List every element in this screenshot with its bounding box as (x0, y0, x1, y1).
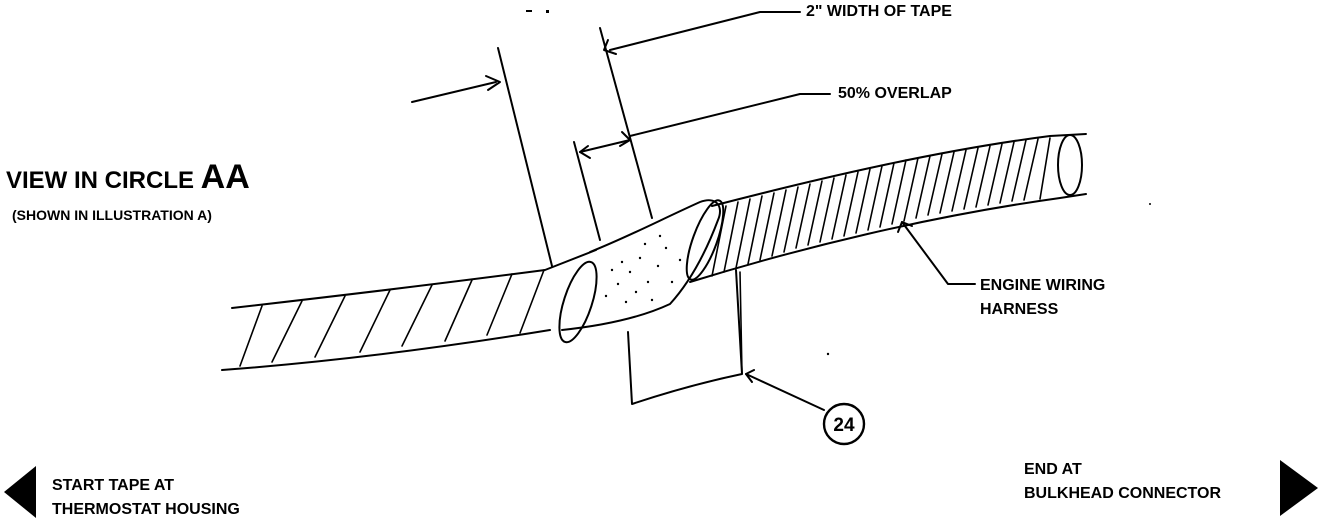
view-subtitle: (SHOWN IN ILLUSTRATION A) (12, 207, 212, 223)
tape-roll-wrap (558, 199, 743, 405)
harness-label-line2: HARNESS (980, 301, 1059, 318)
start-label-line2: THERMOSTAT HOUSING (52, 501, 240, 518)
tape-ring-left (558, 260, 598, 344)
left-arrow-icon (4, 466, 36, 518)
end-label-line1: END AT (1024, 461, 1082, 478)
end-label-line2: BULKHEAD CONNECTOR (1024, 485, 1221, 502)
tape-spiral-lines (239, 269, 545, 367)
tape-stipple (604, 234, 682, 304)
callout-circle (822, 402, 866, 446)
taped-harness-section (221, 249, 597, 371)
view-title: VIEW IN CIRCLE AA (6, 158, 250, 196)
tape-ring-right (685, 199, 725, 281)
tape-width-dimension: 2" WIDTH OF TAPE (411, 3, 952, 267)
scan-specks (526, 10, 1151, 356)
overlap-label: 50% OVERLAP (838, 85, 952, 102)
engine-wiring-harness (689, 133, 1087, 283)
harness-leader: ENGINE WIRING HARNESS (897, 221, 1105, 318)
right-arrow-icon (1280, 460, 1318, 516)
callout-number: 24 (833, 415, 855, 436)
tape-width-label: 2" WIDTH OF TAPE (806, 3, 952, 20)
start-label-line1: START TAPE AT (52, 477, 174, 494)
callout-24: 24 (745, 369, 866, 446)
harness-label-line1: ENGINE WIRING (980, 277, 1105, 294)
overlap-dimension: 50% OVERLAP (573, 85, 952, 241)
end-tape-note: END AT BULKHEAD CONNECTOR (1024, 460, 1318, 516)
start-tape-note: START TAPE AT THERMOSTAT HOUSING (4, 466, 240, 518)
tape-loose-end (627, 269, 743, 405)
harness-ribs (711, 137, 1051, 277)
